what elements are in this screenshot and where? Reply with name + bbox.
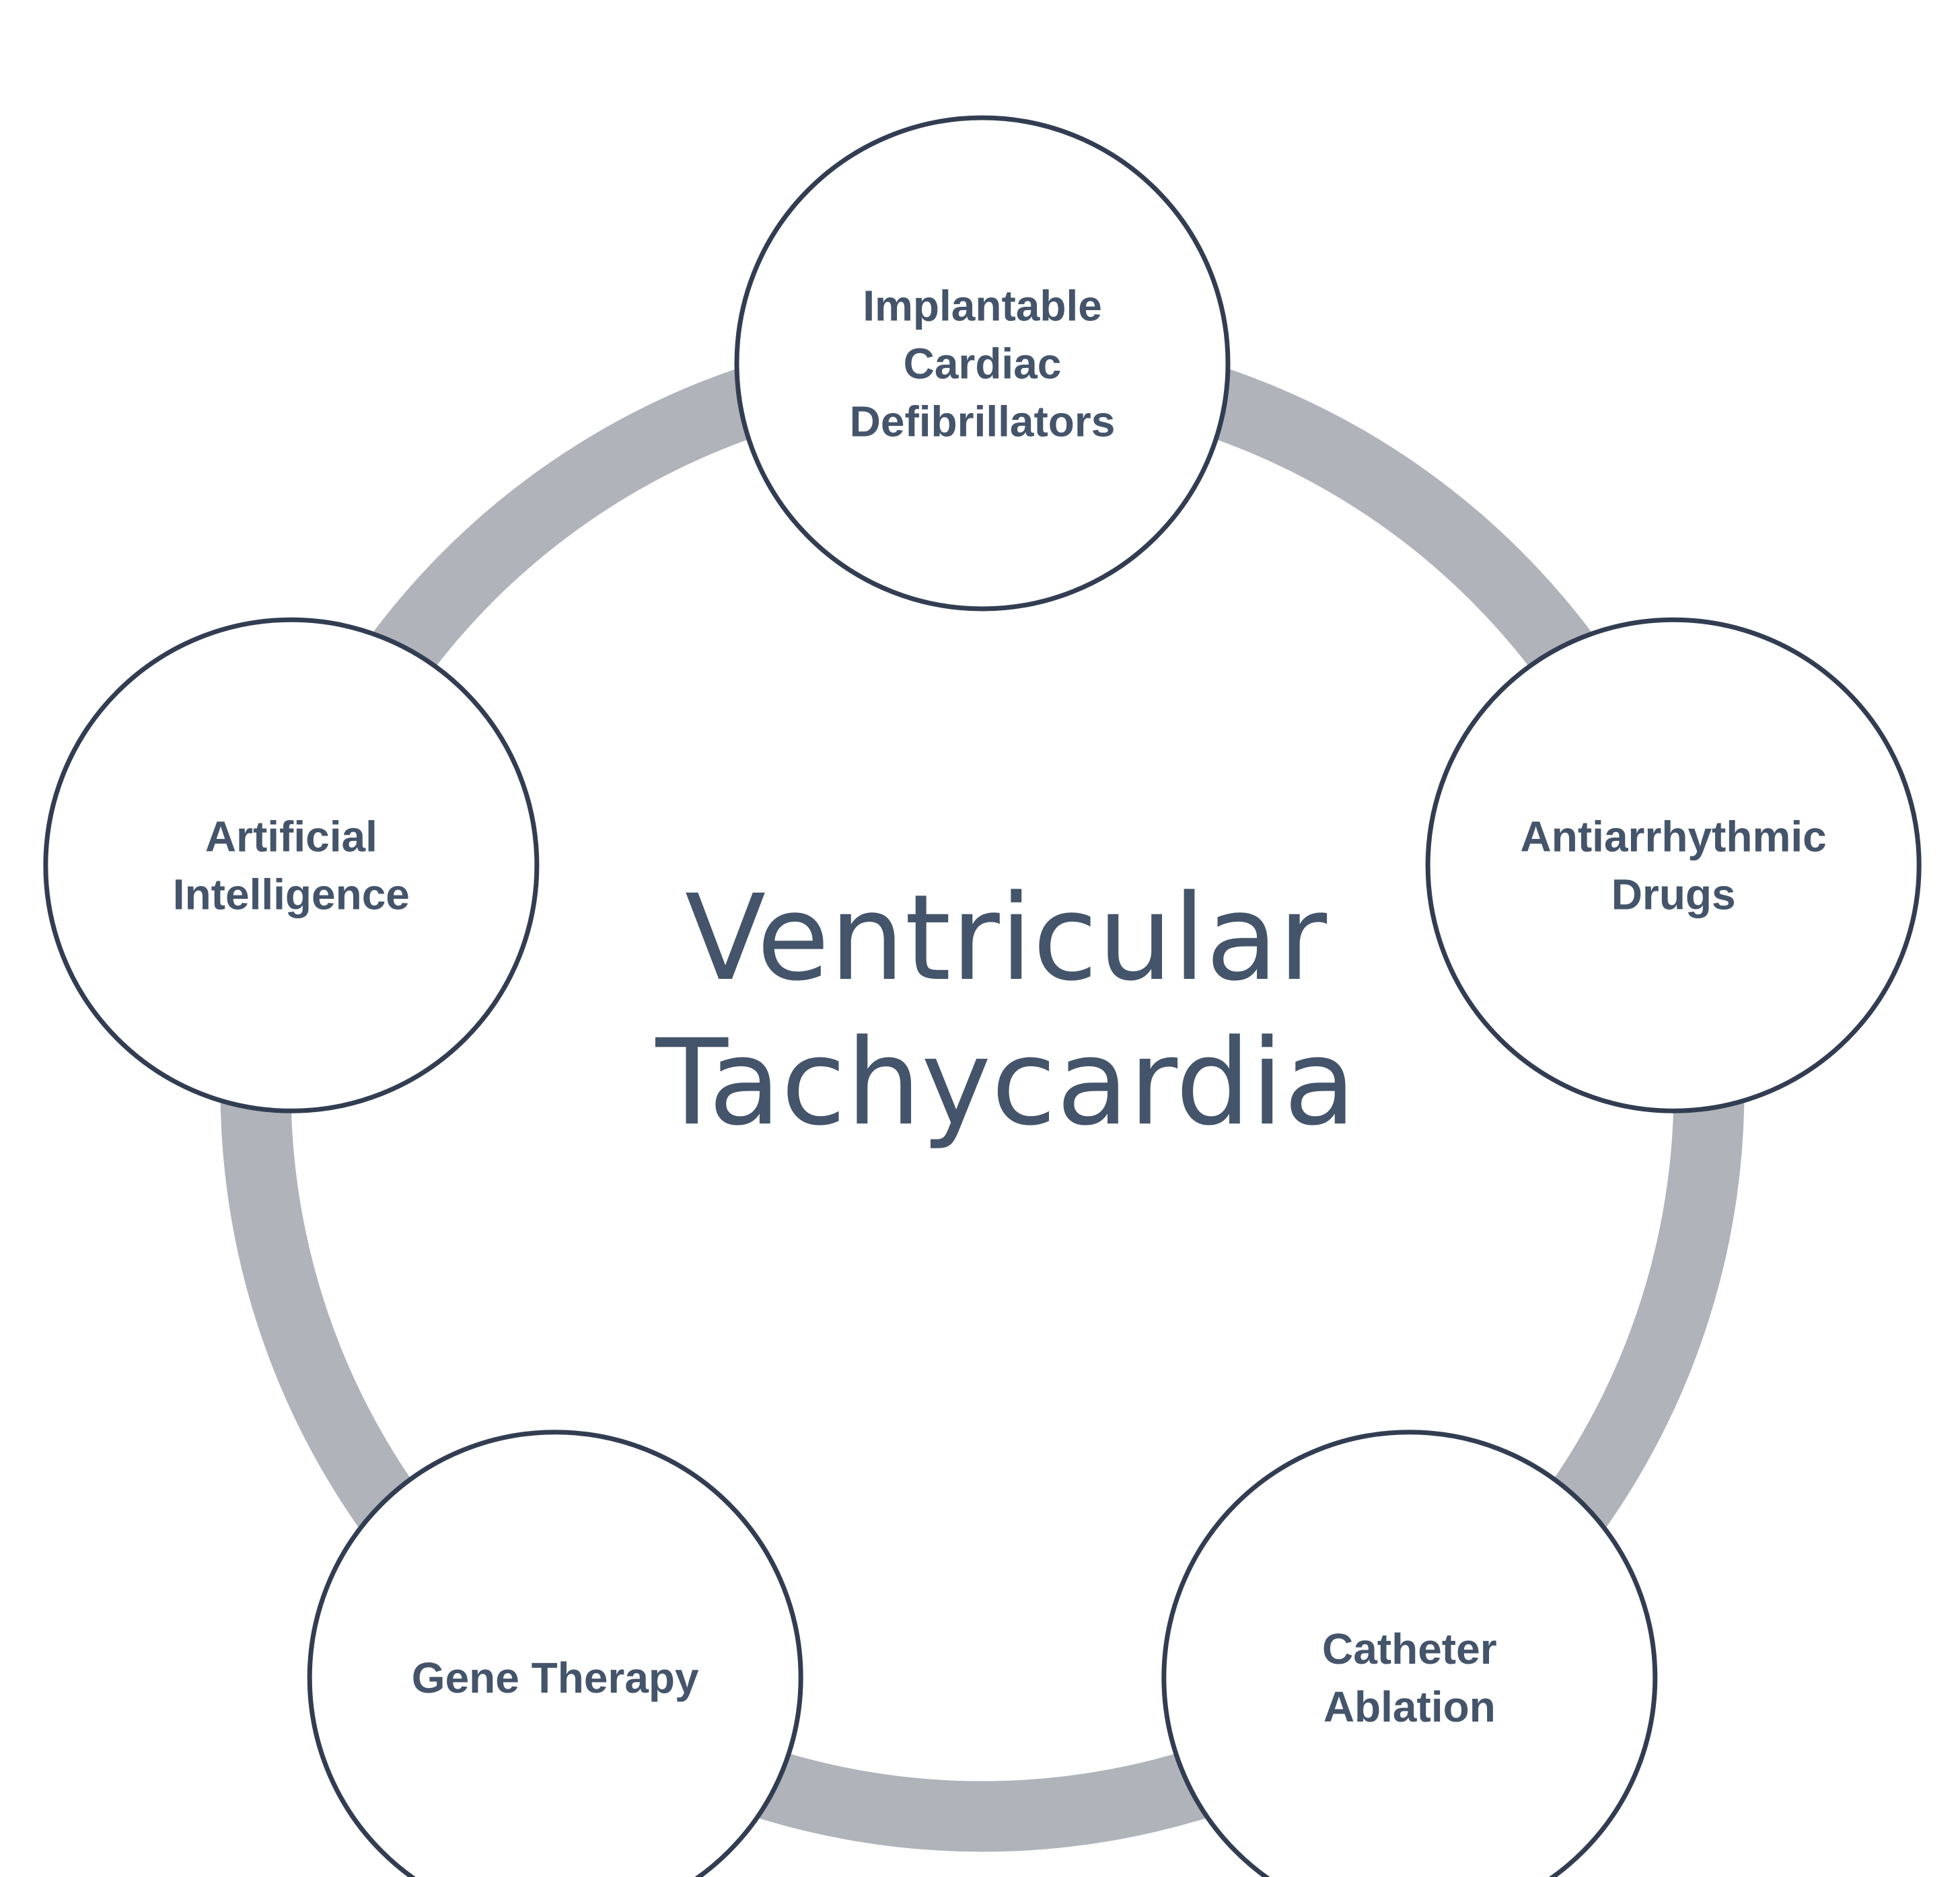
node-label-line: Gene Therapy — [412, 1654, 699, 1702]
center-title-line: Tachycardia — [655, 1014, 1356, 1152]
node-circle — [307, 1430, 803, 1877]
node-label-line: Intelligence — [173, 871, 410, 919]
node-label-line: Ablation — [1323, 1683, 1496, 1731]
node-label-line: Drugs — [1611, 871, 1736, 919]
node-gene-therapy: Gene Therapy — [307, 1430, 803, 1877]
node-label: Gene Therapy — [412, 1654, 699, 1702]
node-circle — [1161, 1430, 1658, 1877]
node-circle — [43, 617, 540, 1113]
node-label-line: Artificial — [205, 813, 377, 861]
node-label-line: Implantable — [863, 281, 1102, 330]
center-title-line: Ventricular — [685, 869, 1328, 1007]
node-label-line: Defibrillators — [850, 397, 1116, 445]
node-label-line: Cardiac — [904, 339, 1062, 388]
node-circle — [1425, 617, 1922, 1113]
node-label-line: Antiarrhythmic — [1521, 813, 1827, 861]
node-circle — [734, 115, 1231, 612]
node-label-line: Catheter — [1322, 1625, 1497, 1673]
